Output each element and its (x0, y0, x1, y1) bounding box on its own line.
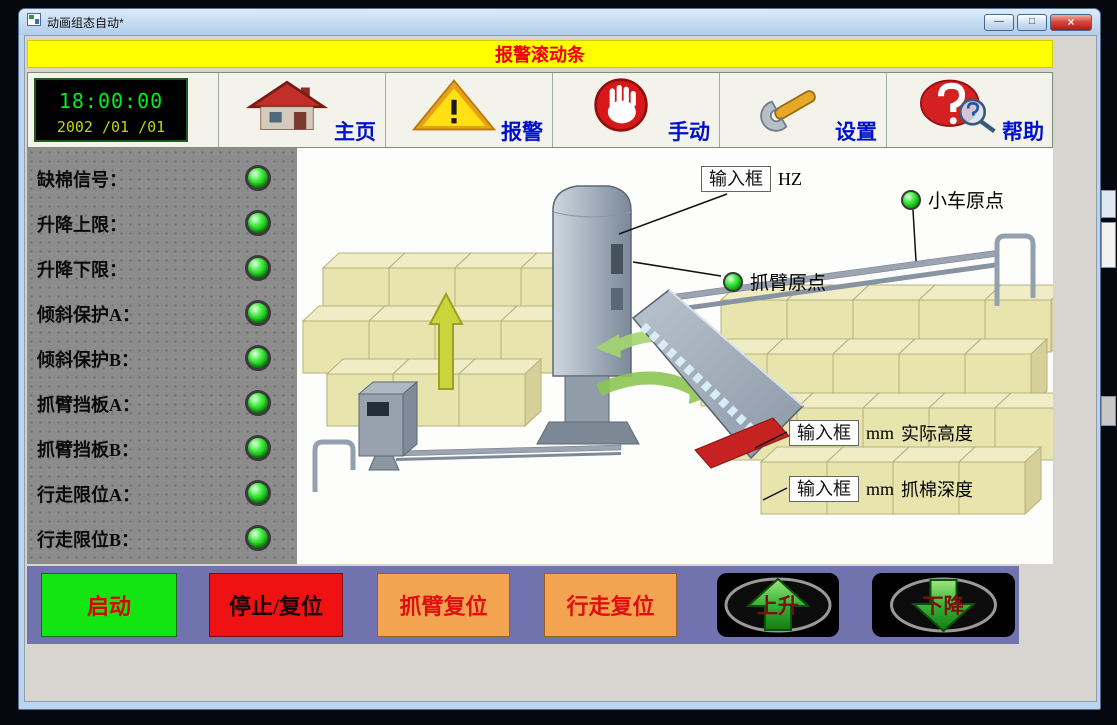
status-row: 行走限位A： (27, 471, 297, 516)
status-panel: 缺棉信号： 升降上限： 升降下限： 倾斜保护A： 倾斜保护B： 抓臂挡板A： 抓… (27, 148, 297, 564)
status-led (245, 480, 271, 506)
status-label: 抓臂挡板B： (37, 439, 140, 460)
stop-reset-button[interactable]: 停止/复位 (209, 573, 343, 637)
status-led (245, 435, 271, 461)
status-label: 升降上限： (37, 214, 127, 235)
titlebar[interactable]: 动画组态自动* — □ × (19, 9, 1100, 35)
status-label: 抓臂挡板A： (37, 394, 140, 415)
left-rail-loop (312, 439, 356, 492)
help-label: 帮助 (1002, 120, 1044, 144)
cart-origin-indicator: 小车原点 (901, 186, 1004, 213)
status-row: 行走限位B： (27, 516, 297, 561)
client-area: 报警滚动条 18:00:00 2002 /01 /01 主页 (24, 35, 1097, 702)
alarm-label: 报警 (501, 120, 543, 144)
status-label: 缺棉信号： (37, 169, 127, 190)
raise-label: 上升 (757, 594, 799, 618)
app-window: 动画组态自动* — □ × 报警滚动条 18:00:00 2002 /01 /0… (18, 8, 1101, 710)
status-row: 缺棉信号： (27, 156, 297, 201)
status-label: 倾斜保护B： (37, 349, 140, 370)
settings-button[interactable]: 设置 (719, 73, 883, 147)
height-label: 实际高度 (901, 424, 974, 444)
depth-callout: 输入框 mm 抓棉深度 (789, 476, 973, 502)
window-controls: — □ × (984, 13, 1092, 31)
background-window-fragment (1101, 190, 1116, 218)
status-led (245, 300, 271, 326)
walk-reset-button[interactable]: 行走复位 (544, 573, 677, 637)
status-row: 抓臂挡板B： (27, 426, 297, 471)
home-button[interactable]: 主页 (218, 73, 382, 147)
wrench-icon (760, 90, 816, 132)
background-window-fragment (1101, 222, 1116, 268)
alarm-banner: 报警滚动条 (27, 40, 1053, 68)
arm-reset-button[interactable]: 抓臂复位 (377, 573, 510, 637)
status-led (245, 390, 271, 416)
frequency-callout: 输入框 HZ (701, 166, 802, 192)
grab-arm (631, 289, 805, 469)
status-label: 升降下限： (37, 259, 127, 280)
callout-lines (618, 193, 917, 501)
frequency-input[interactable]: 输入框 (701, 166, 771, 192)
window-title: 动画组态自动* (47, 15, 124, 30)
status-row: 升降下限： (27, 246, 297, 291)
clock-time: 18:00:00 (58, 89, 164, 113)
background-window-fragment (1101, 396, 1116, 426)
lift-direction-arrow (428, 291, 464, 390)
alarm-triangle-icon (411, 79, 497, 131)
arm-origin-led (723, 271, 743, 292)
depth-unit: mm (866, 478, 895, 499)
status-row: 升降上限： (27, 201, 297, 246)
status-row: 倾斜保护B： (27, 336, 297, 381)
grab-depth-input[interactable]: 输入框 (789, 476, 859, 502)
arm-origin-label: 抓臂原点 (750, 273, 827, 294)
up-arrow-icon (724, 577, 832, 633)
feed-box-machine (357, 380, 419, 471)
stop-hand-icon (594, 78, 648, 132)
manual-button[interactable]: 手动 (552, 73, 716, 147)
start-button[interactable]: 启动 (41, 573, 177, 637)
status-led (245, 165, 271, 191)
status-row: 抓臂挡板A： (27, 381, 297, 426)
alarm-button[interactable]: 报警 (385, 73, 549, 147)
maximize-button[interactable]: □ (1017, 13, 1047, 31)
height-callout: 输入框 mm 实际高度 (789, 420, 973, 446)
control-bar: 启动 停止/复位 抓臂复位 行走复位 上升 (27, 566, 1019, 644)
machine-tower (536, 185, 640, 445)
status-label: 行走限位B： (37, 529, 140, 550)
status-row: 倾斜保护A： (27, 291, 297, 336)
frequency-unit: HZ (778, 168, 802, 189)
toolbar: 18:00:00 2002 /01 /01 主页 (27, 72, 1053, 148)
question-magnifier-icon (920, 79, 996, 133)
machine-drawing (302, 185, 1053, 515)
status-label: 倾斜保护A： (37, 304, 140, 325)
status-label: 行走限位A： (37, 484, 140, 505)
lower-button[interactable]: 下降 (872, 573, 1015, 637)
left-rail (395, 444, 622, 461)
status-led (245, 255, 271, 281)
cart-origin-led (901, 189, 921, 210)
home-label: 主页 (334, 120, 376, 144)
status-led (245, 210, 271, 236)
raise-button[interactable]: 上升 (717, 573, 839, 637)
right-rail-loop (994, 233, 1036, 306)
settings-label: 设置 (835, 120, 877, 144)
cart-origin-label: 小车原点 (928, 191, 1005, 212)
status-led (245, 345, 271, 371)
down-arrow-icon (890, 577, 997, 633)
home-icon (245, 80, 329, 130)
close-button[interactable]: × (1050, 13, 1092, 31)
minimize-button[interactable]: — (984, 13, 1014, 31)
clock-display: 18:00:00 2002 /01 /01 (34, 78, 188, 142)
actual-height-input[interactable]: 输入框 (789, 420, 859, 446)
height-unit: mm (866, 422, 895, 443)
status-led (245, 525, 271, 551)
manual-label: 手动 (668, 120, 710, 144)
clock-date: 2002 /01 /01 (56, 118, 166, 136)
machine-diagram: 输入框 HZ 小车原点 抓臂原点 输入框 mm 实际高度 输入框 mm 抓棉深度 (297, 148, 1053, 564)
app-icon (27, 13, 41, 31)
depth-label: 抓棉深度 (901, 480, 974, 500)
arm-origin-indicator: 抓臂原点 (723, 268, 826, 295)
lower-label: 下降 (922, 594, 965, 618)
help-button[interactable]: 帮助 (886, 73, 1050, 147)
